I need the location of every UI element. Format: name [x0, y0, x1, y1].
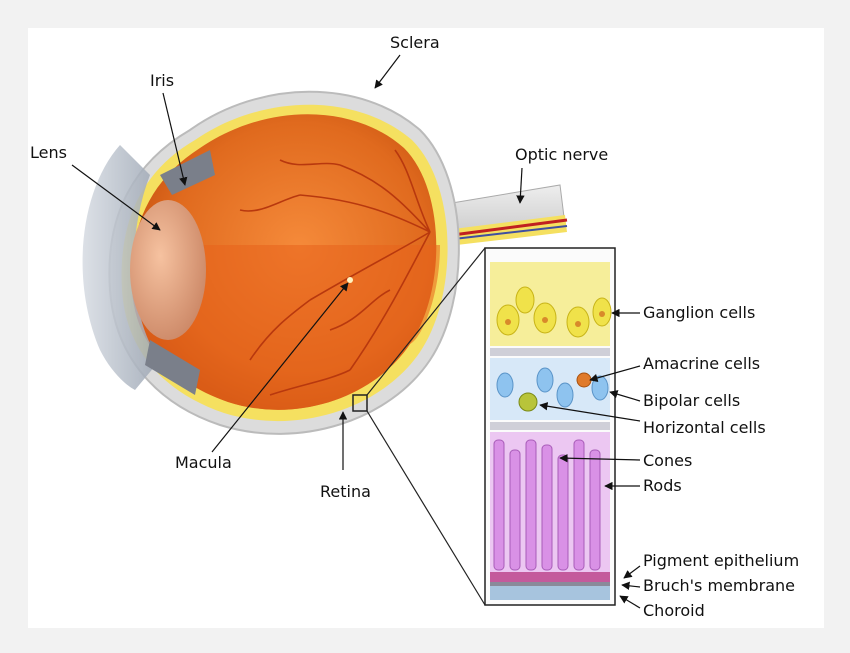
label-amacrine: Amacrine cells — [589, 354, 760, 383]
sclera-label: Sclera — [390, 33, 440, 52]
bruchs-membrane-label: Bruch's membrane — [643, 576, 795, 595]
macula-spot — [347, 277, 353, 283]
horizontal-cells-label: Horizontal cells — [643, 418, 766, 437]
retina-cross-section — [484, 247, 616, 606]
label-iris: Iris — [150, 71, 188, 186]
iris-label: Iris — [150, 71, 174, 90]
label-sclera: Sclera — [374, 33, 440, 89]
anterior-segment — [82, 145, 215, 395]
label-choroid: Choroid — [619, 595, 705, 620]
label-bruchs: Bruch's membrane — [621, 576, 795, 595]
retinal-vessels — [239, 149, 431, 396]
cones-label: Cones — [643, 451, 692, 470]
pigment-epithelium-label: Pigment epithelium — [643, 551, 799, 570]
zoom-line-bottom — [366, 410, 486, 606]
retina-label: Retina — [320, 482, 371, 501]
label-horizontal: Horizontal cells — [539, 402, 766, 437]
label-ganglion: Ganglion cells — [611, 303, 755, 322]
optic-nerve-label: Optic nerve — [515, 145, 608, 164]
bipolar-cells-label: Bipolar cells — [643, 391, 740, 410]
label-pigment: Pigment epithelium — [623, 551, 799, 579]
label-retina: Retina — [320, 411, 371, 501]
zoom-line-top — [366, 247, 486, 396]
magnify-marker — [352, 394, 368, 412]
macula-label: Macula — [175, 453, 232, 472]
label-macula: Macula — [175, 282, 349, 472]
label-optic-nerve: Optic nerve — [515, 145, 608, 204]
label-bipolar: Bipolar cells — [609, 390, 740, 410]
label-lens: Lens — [30, 143, 161, 231]
lens-label: Lens — [30, 143, 67, 162]
choroid-label: Choroid — [643, 601, 705, 620]
ganglion-cells-label: Ganglion cells — [643, 303, 755, 322]
rods-label: Rods — [643, 476, 682, 495]
label-rods: Rods — [604, 476, 682, 495]
amacrine-cells-label: Amacrine cells — [643, 354, 760, 373]
label-cones: Cones — [559, 451, 692, 470]
